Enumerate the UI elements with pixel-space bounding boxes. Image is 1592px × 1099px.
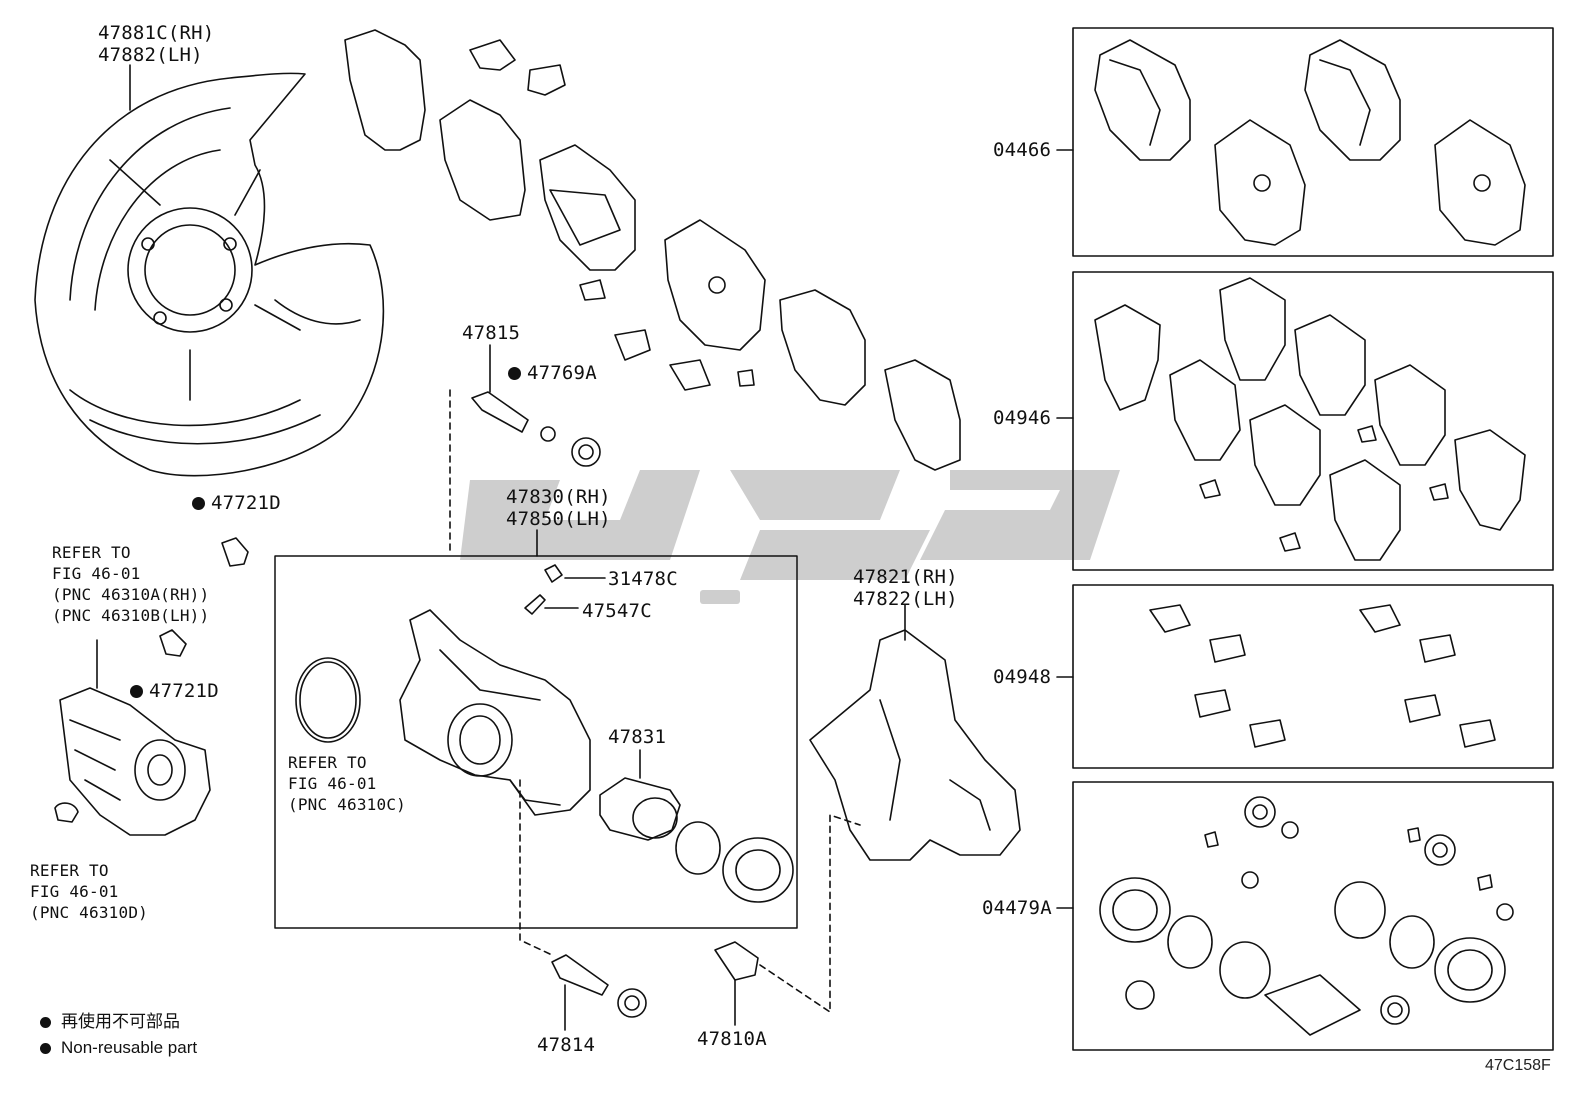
legend-line-jp: 再使用不可部品 <box>40 1010 180 1034</box>
label-47721D-b-text: 47721D <box>149 680 219 702</box>
caliper-body <box>399 609 591 816</box>
label-47721D-b: 47721D <box>130 680 219 702</box>
non-reusable-dot-icon <box>192 497 205 510</box>
label-47882: 47882(LH) <box>98 44 203 66</box>
watermark-logo <box>460 470 1120 604</box>
label-47721D-a: 47721D <box>192 492 281 514</box>
bleeder-screw <box>524 564 563 615</box>
ref-line: (PNC 46310D) <box>30 903 148 922</box>
piston-seal <box>675 821 721 875</box>
label-47830: 47830(RH) <box>506 486 611 508</box>
clip-part <box>54 802 79 823</box>
ref-note-46310D: REFER TO FIG 46-01 (PNC 46310D) <box>30 860 148 923</box>
label-47769A-text: 47769A <box>527 362 597 384</box>
label-04466: 04466 <box>993 139 1052 161</box>
figure-code: 47C158F <box>1485 1057 1551 1074</box>
leader-dashed-lower <box>519 779 553 956</box>
filled-circle-icon <box>40 1017 51 1029</box>
o-ring-inner <box>299 661 357 739</box>
parking-brake-motor <box>59 687 211 836</box>
caliper-assembly-box <box>274 555 798 929</box>
label-47822: 47822(LH) <box>853 588 958 610</box>
ref-line: (PNC 46310B(LH)) <box>52 606 210 625</box>
legend-text-en: Non-reusable part <box>61 1038 198 1057</box>
legend-line-en: Non-reusable part <box>40 1036 197 1060</box>
non-reusable-dot-icon <box>130 685 143 698</box>
non-reusable-dot-icon <box>508 367 521 380</box>
label-04948: 04948 <box>993 666 1052 688</box>
o-ring <box>295 657 361 743</box>
label-47850: 47850(LH) <box>506 508 611 530</box>
label-04946: 04946 <box>993 407 1052 429</box>
ref-line: REFER TO <box>288 753 367 772</box>
ref-line: FIG 46-01 <box>52 564 141 583</box>
bracket-bolt <box>714 941 759 981</box>
slide-pin-lower <box>551 954 647 1018</box>
seal-kit <box>1099 796 1514 1036</box>
shim-kit <box>1094 277 1526 561</box>
kit-box-04948 <box>1072 584 1554 769</box>
dust-shield <box>34 72 385 477</box>
ref-line: REFER TO <box>52 543 131 562</box>
label-47831: 47831 <box>608 726 667 748</box>
label-47769A: 47769A <box>508 362 597 384</box>
kit-box-04946 <box>1072 271 1554 571</box>
label-31478C: 31478C <box>608 568 678 590</box>
label-47881C: 47881C(RH) <box>98 22 215 44</box>
label-47821: 47821(RH) <box>853 566 958 588</box>
kit-box-04466 <box>1072 27 1554 257</box>
ref-note-46310A: REFER TO FIG 46-01 (PNC 46310A(RH)) (PNC… <box>52 542 209 626</box>
leader-dashed-right <box>759 814 861 1013</box>
slide-pin-upper <box>471 391 601 467</box>
ref-line: REFER TO <box>30 861 109 880</box>
label-47815: 47815 <box>462 322 521 344</box>
label-47547C: 47547C <box>582 600 652 622</box>
clip-kit <box>1149 604 1496 748</box>
kit-box-04479A <box>1072 781 1554 1051</box>
label-47814: 47814 <box>537 1034 596 1056</box>
label-04479A: 04479A <box>982 897 1052 919</box>
label-47810A: 47810A <box>697 1028 767 1050</box>
ref-line: (PNC 46310A(RH)) <box>52 585 210 604</box>
shim-group-top <box>344 29 961 471</box>
filled-circle-icon <box>40 1043 51 1055</box>
ref-line: (PNC 46310C) <box>288 795 406 814</box>
label-47721D-a-text: 47721D <box>211 492 281 514</box>
bolt-47721D-a <box>221 537 249 567</box>
piston-boot <box>722 837 794 903</box>
caliper-mounting-bracket <box>809 629 1021 861</box>
ref-note-46310C: REFER TO FIG 46-01 (PNC 46310C) <box>288 752 406 815</box>
brake-pads-kit <box>1094 39 1526 246</box>
piston <box>599 777 681 841</box>
legend-text-jp: 再使用不可部品 <box>61 1012 180 1031</box>
bolt-47721D-b <box>159 629 187 657</box>
ref-line: FIG 46-01 <box>288 774 377 793</box>
ref-line: FIG 46-01 <box>30 882 119 901</box>
